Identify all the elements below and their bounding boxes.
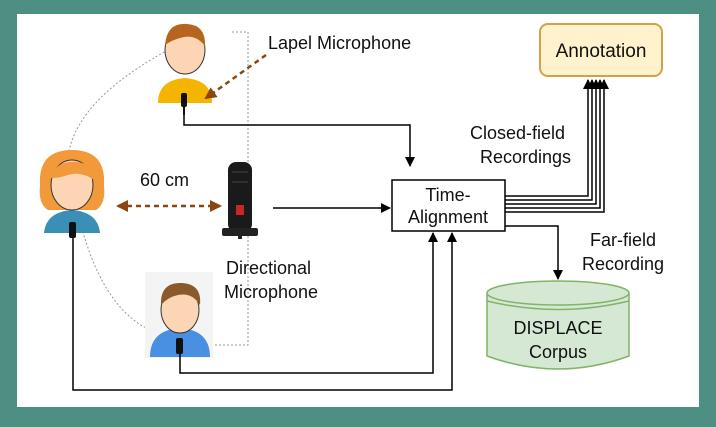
time-alignment-label-1: Time-	[425, 185, 470, 205]
annotation-label: Annotation	[556, 41, 647, 62]
far-field-label-1: Far-field	[590, 230, 656, 250]
bottom-mic-connector	[179, 232, 438, 374]
closed-field-label-2: Recordings	[480, 147, 571, 167]
distance-label: 60 cm	[140, 170, 189, 190]
annotation-box	[539, 23, 663, 77]
time-alignment-label-2: Alignment	[408, 207, 488, 227]
top-mic-connector	[183, 115, 415, 167]
time-alignment-box	[391, 179, 506, 232]
directional-mic-label-1: Directional	[226, 258, 311, 278]
corpus-cylinder	[486, 280, 630, 370]
speaker-left-person-icon	[39, 150, 105, 238]
left-mic-connector	[72, 232, 457, 391]
speaker-bottom-person-icon	[145, 272, 213, 358]
lapel-microphone-label: Lapel Microphone	[268, 33, 411, 53]
corpus-label-2: Corpus	[529, 342, 587, 362]
corpus-label-1: DISPLACE	[513, 318, 602, 338]
closed-field-connectors	[505, 79, 609, 213]
speaker-top-person-icon	[158, 23, 212, 115]
studio-microphone-icon	[222, 162, 258, 239]
far-field-connector	[505, 225, 563, 280]
far-field-label-2: Recording	[582, 254, 664, 274]
lapel-pointer-arrow	[204, 53, 267, 100]
directional-mic-label-2: Microphone	[224, 282, 318, 302]
closed-field-label-1: Closed-field	[470, 123, 565, 143]
